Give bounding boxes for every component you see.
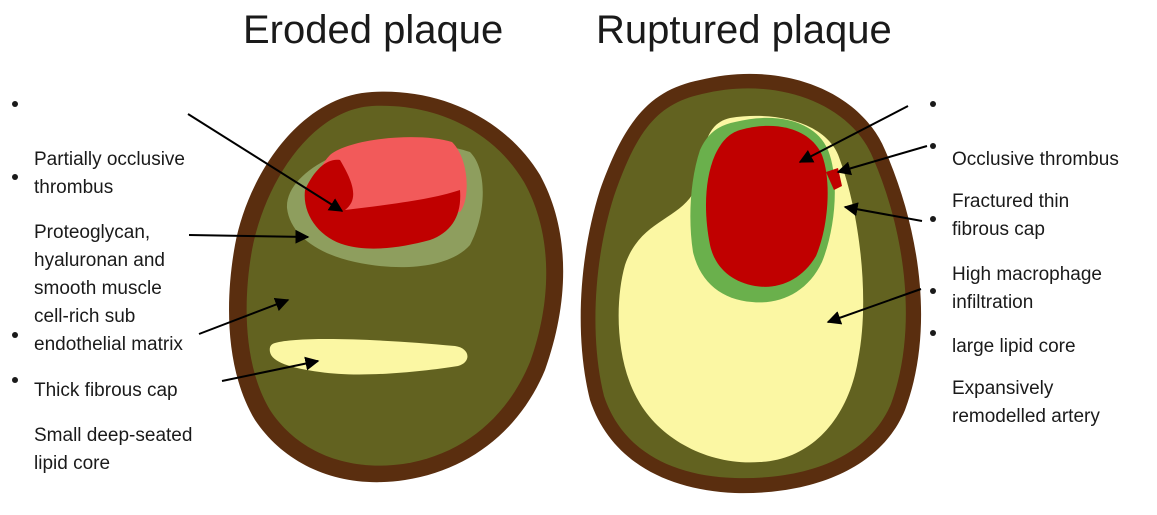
bullet-dot xyxy=(930,288,936,294)
bullet-dot xyxy=(12,332,18,338)
label-small-lipid-core: Small deep-seated lipid core xyxy=(34,366,274,478)
label-text: Small deep-seated lipid core xyxy=(34,425,192,474)
ruptured-thrombus xyxy=(706,126,828,287)
bullet-dot xyxy=(12,174,18,180)
label-text: Expansively remodelled artery xyxy=(952,378,1100,427)
bullet-dot xyxy=(12,101,18,107)
ruptured-plaque-diagram xyxy=(581,74,921,493)
bullet-dot xyxy=(12,377,18,383)
bullet-dot xyxy=(930,330,936,336)
label-expansively-remodelled-artery: Expansively remodelled artery xyxy=(952,319,1157,431)
bullet-dot xyxy=(930,216,936,222)
bullet-dot xyxy=(930,143,936,149)
eroded-plaque-diagram xyxy=(229,92,563,483)
bullet-dot xyxy=(930,101,936,107)
